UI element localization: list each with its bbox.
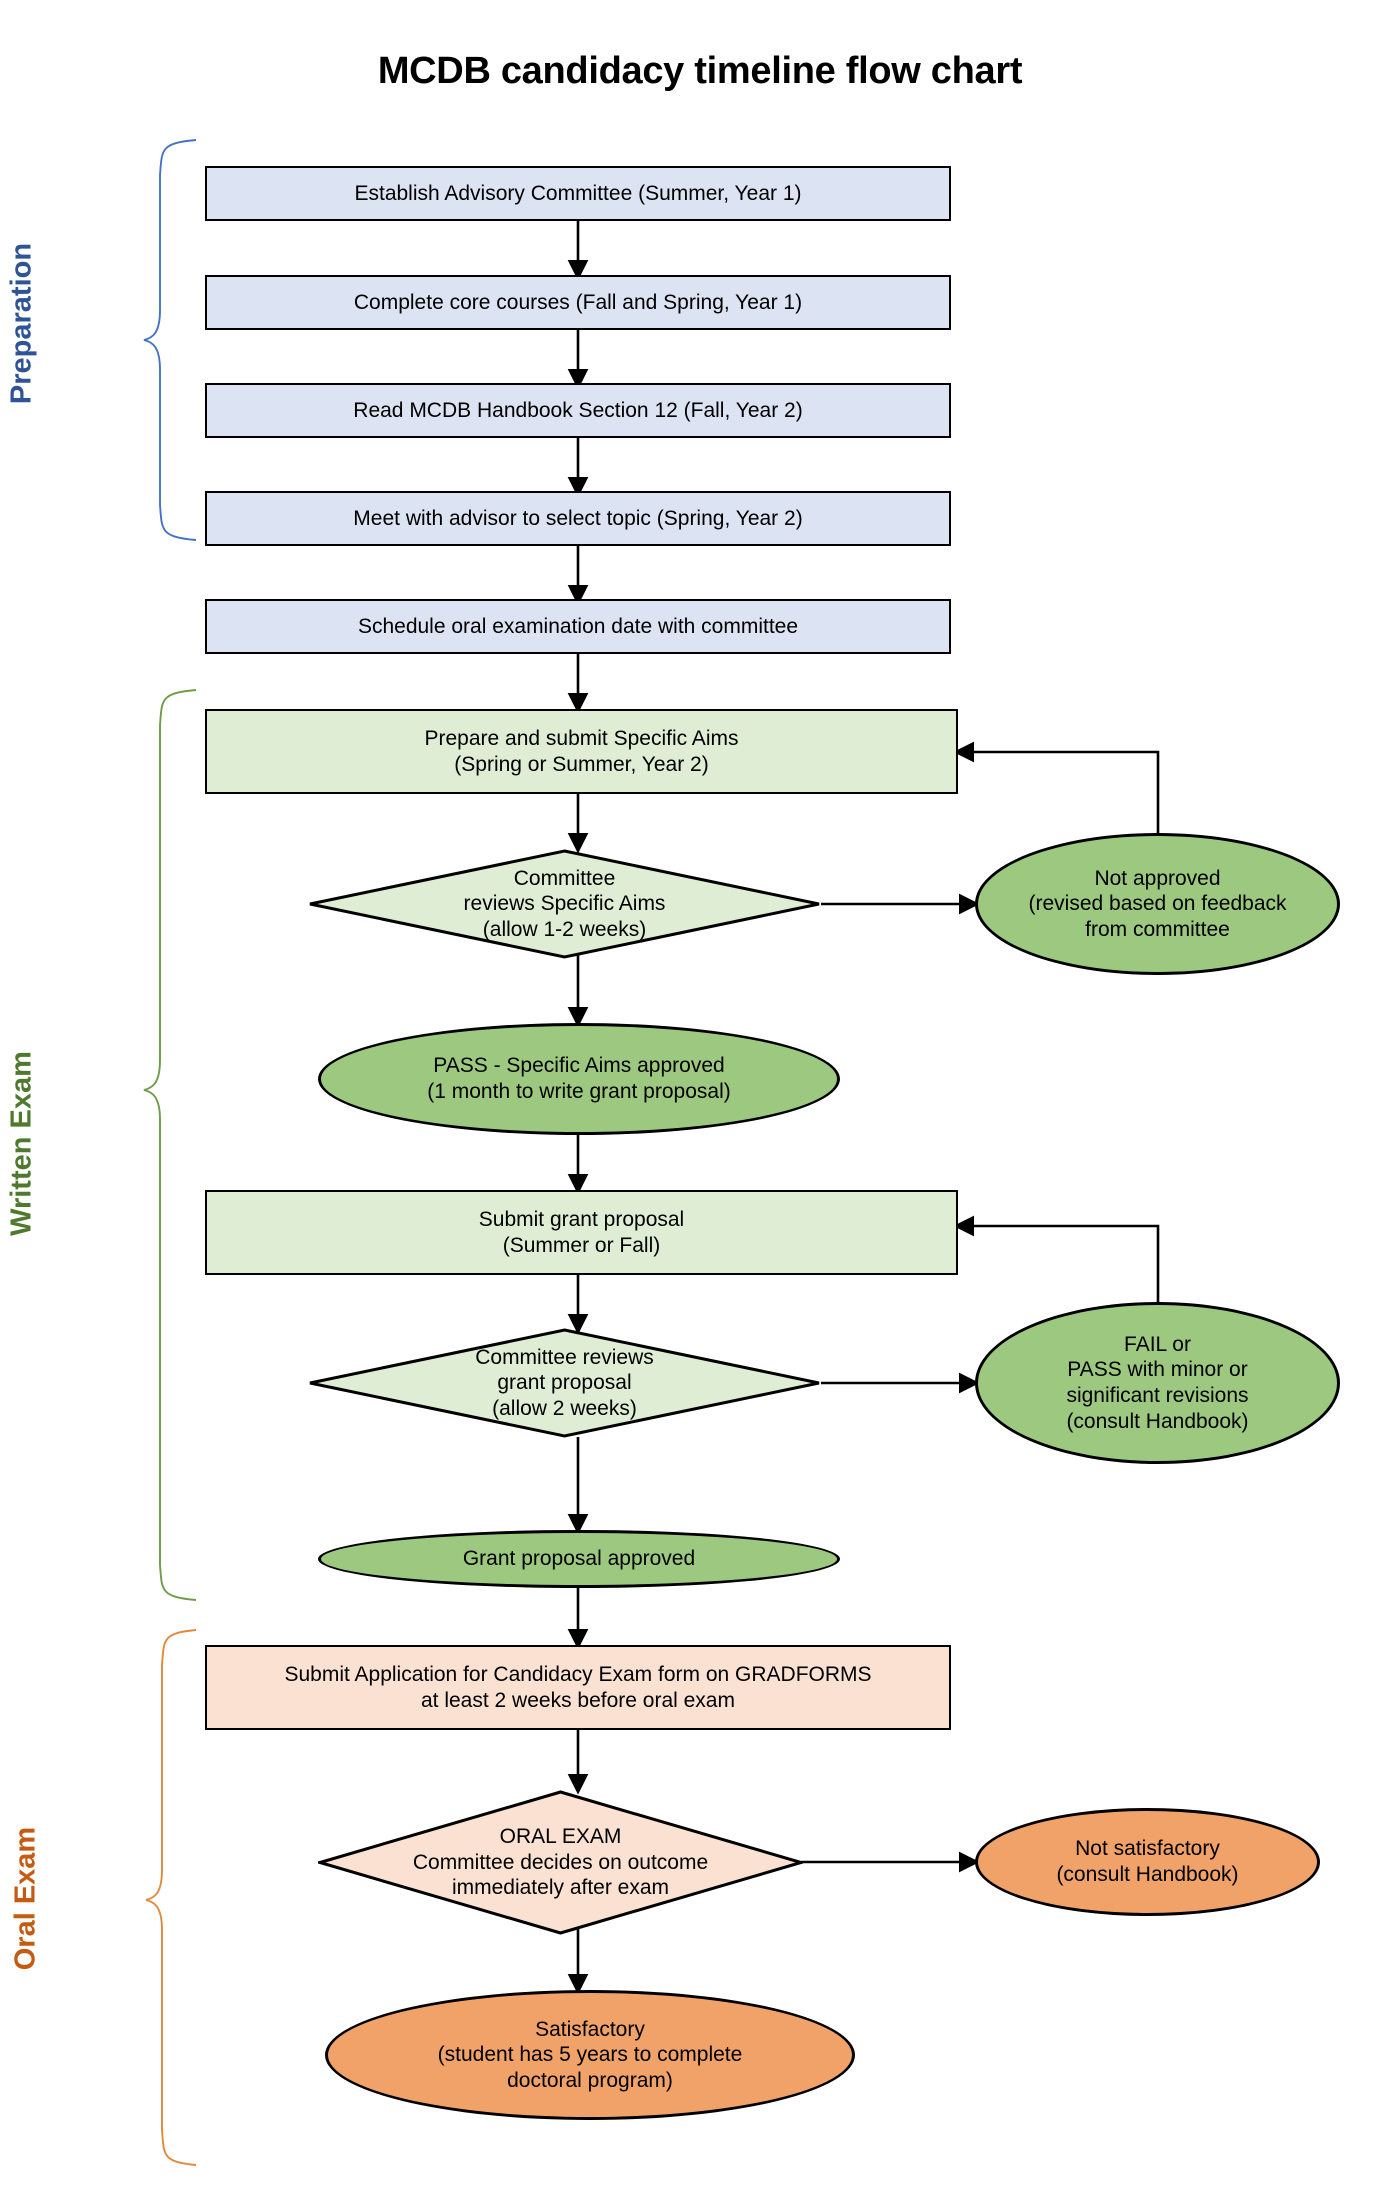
- node-fail-or-pass-revisions[interactable]: FAIL or PASS with minor or significant r…: [975, 1302, 1340, 1464]
- page-title: MCDB candidacy timeline flow chart: [377, 50, 1023, 92]
- node-submit-grant-proposal[interactable]: Submit grant proposal (Summer or Fall): [205, 1190, 958, 1275]
- node-establish-committee[interactable]: Establish Advisory Committee (Summer, Ye…: [205, 166, 951, 221]
- node-core-courses[interactable]: Complete core courses (Fall and Spring, …: [205, 275, 951, 330]
- section-label-preparation: Preparation: [5, 242, 38, 405]
- node-meet-advisor[interactable]: Meet with advisor to select topic (Sprin…: [205, 491, 951, 546]
- node-submit-gradforms[interactable]: Submit Application for Candidacy Exam fo…: [205, 1645, 951, 1730]
- node-pass-specific-aims[interactable]: PASS - Specific Aims approved (1 month t…: [318, 1023, 840, 1135]
- node-satisfactory[interactable]: Satisfactory (student has 5 years to com…: [325, 1990, 855, 2120]
- node-schedule-oral-exam[interactable]: Schedule oral examination date with comm…: [205, 599, 951, 654]
- node-read-handbook[interactable]: Read MCDB Handbook Section 12 (Fall, Yea…: [205, 383, 951, 438]
- node-committee-reviews-grant[interactable]: Committee reviews grant proposal (allow …: [308, 1328, 821, 1438]
- diamond-label: Committee reviews grant proposal (allow …: [475, 1345, 654, 1420]
- diamond-label: ORAL EXAM Committee decides on outcome i…: [412, 1825, 709, 1900]
- node-oral-exam-decision[interactable]: ORAL EXAM Committee decides on outcome i…: [318, 1790, 803, 1935]
- section-label-written-exam: Written Exam: [5, 1051, 38, 1236]
- node-committee-reviews-specific-aims[interactable]: Committee reviews Specific Aims (allow 1…: [308, 849, 821, 959]
- section-label-oral-exam: Oral Exam: [9, 1826, 42, 1971]
- node-submit-specific-aims[interactable]: Prepare and submit Specific Aims (Spring…: [205, 709, 958, 794]
- node-not-approved[interactable]: Not approved (revised based on feedback …: [975, 833, 1340, 975]
- diamond-label: Committee reviews Specific Aims (allow 1…: [463, 866, 666, 941]
- node-grant-proposal-approved[interactable]: Grant proposal approved: [318, 1530, 840, 1588]
- node-not-satisfactory[interactable]: Not satisfactory (consult Handbook): [975, 1808, 1320, 1916]
